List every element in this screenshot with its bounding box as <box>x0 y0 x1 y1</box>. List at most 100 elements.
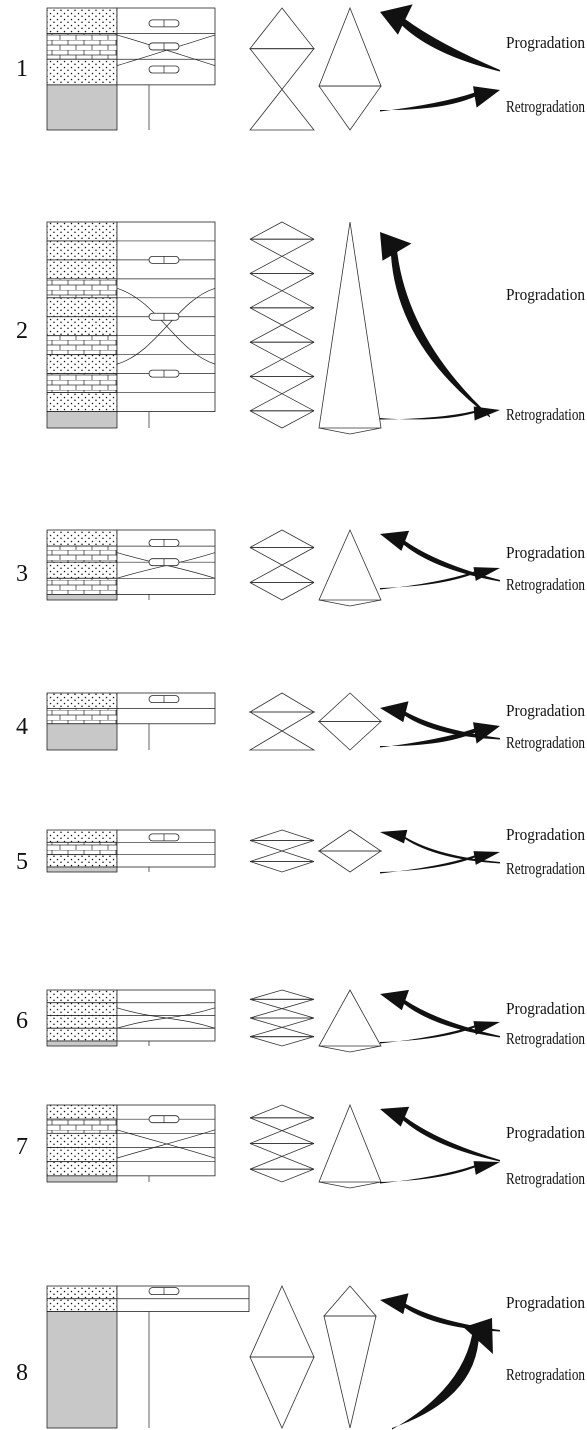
short-term-cycle-triangle <box>249 529 315 548</box>
lithology-layer-sand <box>46 221 118 242</box>
lithology-layer-shale <box>46 866 118 873</box>
lithology-layer-sand <box>46 1002 118 1016</box>
triangle-base <box>318 1045 351 1053</box>
long-term-regressive-triangle <box>318 6 382 87</box>
lithology-layer-sand <box>46 259 118 280</box>
retrogradation-label: Retrogradation <box>506 859 585 878</box>
retrogradation-label: Retrogradation <box>506 1169 585 1188</box>
lithology-layer-sand <box>46 989 118 1004</box>
lithology-layer-sand <box>46 392 118 412</box>
lithology-layer-sand <box>46 58 118 86</box>
progradation-label: Progradation <box>506 33 585 52</box>
progradation-label: Progradation <box>506 543 585 562</box>
triangle-base <box>318 1181 351 1189</box>
progradation-label: Progradation <box>506 701 585 720</box>
short-term-cycle-triangle <box>249 1036 315 1047</box>
retrogradation-label: Retrogradation <box>506 575 585 594</box>
long-term-regressive-triangle <box>317 829 383 852</box>
panel-number: 3 <box>16 561 28 587</box>
short-term-cycle-triangle <box>249 376 315 395</box>
progradation-arrow <box>380 829 500 864</box>
long-term-regressive-triangle <box>318 1103 382 1183</box>
short-term-cycle-triangle <box>249 582 315 601</box>
short-term-cycle-triangle <box>249 1143 315 1157</box>
lithology-layer-lime <box>46 373 118 393</box>
lithology-layer-sand <box>46 316 118 337</box>
panel-number: 2 <box>16 318 28 344</box>
lithology-layer-shale <box>46 411 118 429</box>
progradation-label: Progradation <box>506 1293 585 1312</box>
long-term-regressive-triangle <box>318 529 382 601</box>
retrogradation-arrow <box>392 1318 493 1430</box>
retrogradation-label: Retrogradation <box>506 733 585 752</box>
lithology-layer-sand <box>46 7 118 35</box>
short-term-cycle-triangle <box>249 290 315 309</box>
progradation-label: Progradation <box>506 999 585 1018</box>
short-term-cycle-triangle <box>249 829 315 841</box>
lithology-layer-shale <box>46 1175 118 1183</box>
retrogradation-arrow <box>380 567 500 590</box>
progradation-label: Progradation <box>506 1123 585 1142</box>
progradation-arrow <box>380 4 500 72</box>
retrogradation-arrow <box>380 86 500 112</box>
lithology-layer-sand <box>46 354 118 375</box>
retrogradation-label: Retrogradation <box>506 97 585 116</box>
short-term-cycle-triangle <box>249 238 315 257</box>
short-term-cycle-triangle <box>249 88 315 131</box>
panel-number: 4 <box>16 714 28 740</box>
lithology-layer-sand <box>46 829 118 843</box>
lens-line <box>116 1007 216 1029</box>
short-term-cycle-triangle <box>249 989 315 1000</box>
short-term-cycle-triangle <box>249 564 315 583</box>
retrogradation-arrow <box>380 1161 500 1184</box>
long-term-regressive-triangle <box>317 692 383 722</box>
long-term-regressive-triangle <box>323 1285 377 1317</box>
lithology-layer-sand <box>46 1104 118 1120</box>
short-term-cycle-triangle <box>249 998 315 1010</box>
short-term-cycle-triangle <box>249 1168 315 1183</box>
short-term-cycle-triangle <box>249 861 315 873</box>
triangle-base <box>349 1045 382 1053</box>
triangle-base <box>318 427 351 435</box>
short-term-cycle-triangle <box>249 324 315 343</box>
triangle-base <box>318 599 351 607</box>
short-term-cycle-triangle <box>248 692 316 713</box>
lithology-layer-sand <box>46 1027 118 1042</box>
long-term-transgressive-triangle <box>323 1315 377 1429</box>
short-term-cycle-triangle <box>249 850 315 862</box>
progradation-arrow <box>380 530 500 582</box>
lithology-layer-sand <box>46 854 118 868</box>
retrogradation-label: Retrogradation <box>506 1029 585 1048</box>
lithology-layer-lime <box>46 335 118 356</box>
lithology-layer-sand <box>46 240 118 261</box>
progradation-arrow <box>380 1106 500 1162</box>
short-term-cycle-triangle <box>249 547 315 566</box>
lithology-layer-sand <box>46 1147 118 1163</box>
triangle-base <box>349 1181 382 1189</box>
lithology-layer-sand <box>46 1285 118 1300</box>
retrogradation-arrow <box>380 722 500 748</box>
lithology-layer-sand <box>46 1132 118 1148</box>
long-term-transgressive-triangle <box>317 721 383 751</box>
lithology-layer-lime <box>46 1118 118 1134</box>
lithology-layer-sand <box>46 297 118 318</box>
short-term-cycle-triangle <box>249 273 315 292</box>
retrogradation-arrow <box>380 1021 500 1044</box>
retrogradation-label: Retrogradation <box>506 405 585 424</box>
lithology-layer-lime <box>46 278 118 299</box>
triangle-base <box>349 599 382 607</box>
short-term-cycle-triangle <box>249 1356 315 1429</box>
panel-number: 8 <box>16 1360 28 1386</box>
lithology-layer-sand <box>46 692 118 709</box>
short-term-cycle-triangle <box>249 393 315 412</box>
long-term-transgressive-triangle <box>318 85 382 131</box>
retrogradation-arrow <box>380 851 500 874</box>
